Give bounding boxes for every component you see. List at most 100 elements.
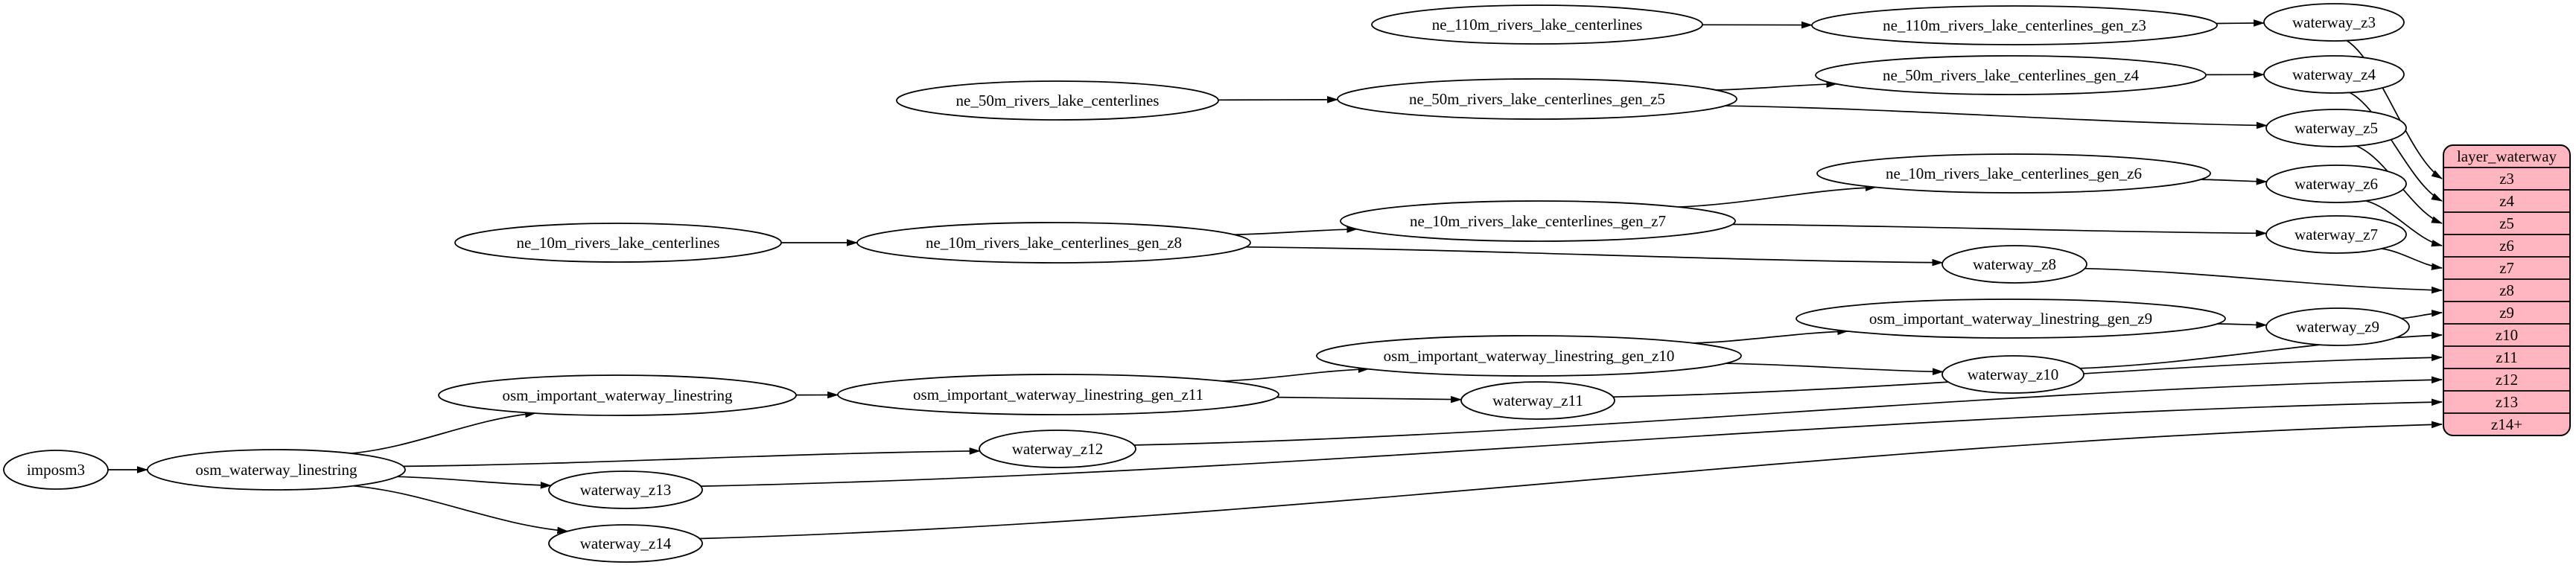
node-label-waterway_z5: waterway_z5 [2294,119,2378,137]
node-waterway_z3: waterway_z3 [2263,3,2405,42]
edge-osm_important_waterway_linestring_gen_z10-to-osm_important_waterway_linestring_gen_z9 [1693,328,1849,344]
table-row-z3: z3 [2499,170,2514,188]
edge-waterway_z3-to-row_z3 [2346,39,2443,179]
node-shape-ne_10m_rivers_lake_centerlines_gen_z7 [1340,200,1736,242]
edge-ne_10m_rivers_lake_centerlines_gen_z7-to-ne_10m_rivers_lake_centerlines_gen_z6 [1678,184,1877,208]
edge-osm_important_waterway_linestring_gen_z11-to-waterway_z11 [1276,395,1463,403]
node-label-ne_110m_rivers_lake_centerlines_gen_z3: ne_110m_rivers_lake_centerlines_gen_z3 [1883,16,2146,34]
node-waterway_z4: waterway_z4 [2263,55,2405,94]
node-imposm3: imposm3 [3,450,109,490]
node-shape-waterway_z13 [548,470,703,509]
node-label-ne_50m_rivers_lake_centerlines: ne_50m_rivers_lake_centerlines [956,92,1160,109]
node-shape-waterway_z14 [548,524,703,563]
table-layer_waterway: layer_waterwayz3z4z5z6z7z8z9z10z11z12z13… [2443,144,2571,436]
node-shape-ne_10m_rivers_lake_centerlines_gen_z6 [1816,153,2211,194]
node-label-imposm3: imposm3 [27,461,85,479]
edge-osm_important_waterway_linestring_gen_z9-to-waterway_z9 [2217,321,2268,329]
node-label-ne_10m_rivers_lake_centerlines_gen_z7: ne_10m_rivers_lake_centerlines_gen_z7 [1410,212,1666,230]
table-row-z10: z10 [2496,326,2518,344]
edge-waterway_z6-to-row_z6 [2365,200,2443,247]
edge-ne_10m_rivers_lake_centerlines_gen_z7-to-waterway_z7 [1732,223,2268,237]
node-ne_10m_rivers_lake_centerlines: ne_10m_rivers_lake_centerlines [454,223,782,263]
node-ne_110m_rivers_lake_centerlines: ne_110m_rivers_lake_centerlines [1371,4,1703,45]
edge-waterway_z12-to-row_z12 [1133,376,2443,446]
node-waterway_z7: waterway_z7 [2265,215,2407,254]
node-shape-ne_10m_rivers_lake_centerlines [454,223,782,263]
node-osm_important_waterway_linestring_gen_z9: osm_important_waterway_linestring_gen_z9 [1796,299,2226,339]
node-shape-waterway_z11 [1460,381,1615,420]
edge-ne_50m_rivers_lake_centerlines_gen_z5-to-waterway_z5 [1725,105,2268,130]
node-shape-ne_10m_rivers_lake_centerlines_gen_z8 [856,222,1251,264]
table-row-z7: z7 [2499,259,2514,277]
edge-waterway_z13-to-row_z13 [700,398,2443,487]
node-label-waterway_z4: waterway_z4 [2292,66,2376,83]
node-label-osm_important_waterway_linestring_gen_z11: osm_important_waterway_linestring_gen_z1… [913,386,1203,403]
edge-ne_50m_rivers_lake_centerlines_gen_z5-to-ne_50m_rivers_lake_centerlines_gen_z4 [1715,80,1838,91]
node-label-waterway_z8: waterway_z8 [1973,255,2056,273]
table-row-z13: z13 [2496,393,2518,411]
node-label-ne_10m_rivers_lake_centerlines_gen_z8: ne_10m_rivers_lake_centerlines_gen_z8 [926,234,1182,252]
edge-waterway_z4-to-row_z4 [2349,92,2443,202]
edge-ne_10m_rivers_lake_centerlines_gen_z8-to-ne_10m_rivers_lake_centerlines_gen_z7 [1233,226,1358,236]
table-row-z5: z5 [2499,214,2514,232]
node-waterway_z5: waterway_z5 [2265,109,2407,147]
node-waterway_z9: waterway_z9 [2265,307,2410,346]
node-label-ne_10m_rivers_lake_centerlines: ne_10m_rivers_lake_centerlines [517,234,720,252]
node-label-ne_50m_rivers_lake_centerlines_gen_z5: ne_50m_rivers_lake_centerlines_gen_z5 [1409,90,1665,108]
node-osm_important_waterway_linestring_gen_z11: osm_important_waterway_linestring_gen_z1… [837,374,1279,415]
node-shape-imposm3 [3,450,109,490]
node-shape-ne_110m_rivers_lake_centerlines_gen_z3 [1811,5,2218,45]
node-shape-waterway_z4 [2263,55,2405,94]
node-waterway_z13: waterway_z13 [548,470,703,509]
node-label-osm_waterway_linestring: osm_waterway_linestring [196,461,357,479]
table-row-z11: z11 [2496,348,2518,366]
node-label-waterway_z10: waterway_z10 [1968,366,2058,383]
node-label-waterway_z6: waterway_z6 [2294,175,2378,193]
edges-layer [107,19,2443,540]
edge-osm_waterway_linestring-to-osm_important_waterway_linestring [351,410,537,454]
node-shape-waterway_z5 [2265,109,2407,147]
table-row-z4: z4 [2499,192,2514,210]
node-shape-ne_110m_rivers_lake_centerlines [1371,4,1703,45]
edge-waterway_z8-to-row_z8 [2084,267,2443,294]
table-outline [2443,144,2571,436]
node-shape-osm_important_waterway_linestring_gen_z11 [837,374,1279,415]
node-label-waterway_z13: waterway_z13 [580,481,671,499]
node-waterway_z14: waterway_z14 [548,524,703,563]
node-ne_50m_rivers_lake_centerlines_gen_z5: ne_50m_rivers_lake_centerlines_gen_z5 [1337,78,1737,120]
nodes-layer: imposm3 osm_waterway_linestring ne_110m_ri… [3,3,2410,563]
node-label-ne_50m_rivers_lake_centerlines_gen_z4: ne_50m_rivers_lake_centerlines_gen_z4 [1883,66,2140,84]
node-ne_10m_rivers_lake_centerlines_gen_z6: ne_10m_rivers_lake_centerlines_gen_z6 [1816,153,2211,194]
node-ne_110m_rivers_lake_centerlines_gen_z3: ne_110m_rivers_lake_centerlines_gen_z3 [1811,5,2218,45]
edge-waterway_z9-to-row_z9 [2401,310,2443,319]
node-waterway_z6: waterway_z6 [2265,165,2407,203]
node-shape-waterway_z8 [1941,245,2087,284]
node-ne_10m_rivers_lake_centerlines_gen_z7: ne_10m_rivers_lake_centerlines_gen_z7 [1340,200,1736,242]
node-label-ne_110m_rivers_lake_centerlines: ne_110m_rivers_lake_centerlines [1432,16,1643,33]
node-label-osm_important_waterway_linestring_gen_z10: osm_important_waterway_linestring_gen_z1… [1384,347,1675,365]
edge-osm_important_waterway_linestring_gen_z11-to-osm_important_waterway_linestring_gen_z10 [1221,366,1370,382]
node-shape-waterway_z10 [1941,355,2084,394]
node-ne_10m_rivers_lake_centerlines_gen_z8: ne_10m_rivers_lake_centerlines_gen_z8 [856,222,1251,264]
table-row-z6: z6 [2499,237,2514,255]
node-shape-osm_important_waterway_linestring_gen_z9 [1796,299,2226,339]
node-shape-ne_50m_rivers_lake_centerlines [896,80,1219,121]
node-label-waterway_z12: waterway_z12 [1012,440,1103,458]
node-label-ne_10m_rivers_lake_centerlines_gen_z6: ne_10m_rivers_lake_centerlines_gen_z6 [1886,165,2142,182]
node-shape-waterway_z9 [2265,307,2410,346]
node-shape-waterway_z7 [2265,215,2407,254]
node-ne_50m_rivers_lake_centerlines: ne_50m_rivers_lake_centerlines [896,80,1219,121]
node-waterway_z11: waterway_z11 [1460,381,1615,420]
edge-osm_waterway_linestring-to-waterway_z14 [352,485,569,535]
node-osm_important_waterway_linestring: osm_important_waterway_linestring [438,374,797,416]
node-label-waterway_z3: waterway_z3 [2292,13,2376,31]
node-label-waterway_z14: waterway_z14 [580,535,672,552]
edge-osm_waterway_linestring-to-waterway_z12 [403,447,981,468]
edge-waterway_z7-to-row_z7 [2381,248,2443,270]
node-osm_waterway_linestring: osm_waterway_linestring [147,449,406,491]
table-title: layer_waterway [2457,147,2557,165]
node-shape-waterway_z6 [2265,165,2407,203]
edge-ne_10m_rivers_lake_centerlines_gen_z6-to-waterway_z6 [2200,178,2268,185]
